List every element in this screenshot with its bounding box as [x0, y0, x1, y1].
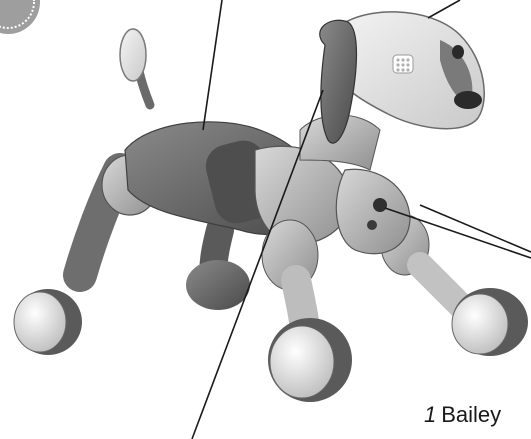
front-left-leg	[261, 219, 320, 350]
front-left-wheel	[268, 318, 352, 402]
led-eye	[392, 54, 414, 74]
chest	[335, 168, 411, 255]
rear-left-wheel	[13, 289, 82, 355]
leader-line-head	[427, 0, 461, 19]
callout-lines	[191, 0, 531, 439]
nose	[454, 91, 482, 109]
leader-line-sensor-lower	[419, 204, 531, 253]
caption-number: 1	[424, 402, 437, 427]
corner-logo-seal	[0, 0, 40, 34]
dog-head	[329, 11, 485, 130]
caption-text: Bailey	[441, 402, 502, 427]
chest-sensor-lower	[367, 220, 377, 230]
rear-right-leg	[186, 216, 250, 310]
leader-line-ear	[191, 89, 324, 439]
leader-line-sensor-upper	[384, 207, 531, 259]
led-eye-right	[452, 45, 464, 59]
front-right-wheel	[451, 288, 528, 356]
tail	[119, 28, 155, 110]
dog-ear	[319, 19, 358, 144]
chest-sensor-upper	[373, 198, 387, 212]
leader-line-tail	[202, 0, 223, 131]
